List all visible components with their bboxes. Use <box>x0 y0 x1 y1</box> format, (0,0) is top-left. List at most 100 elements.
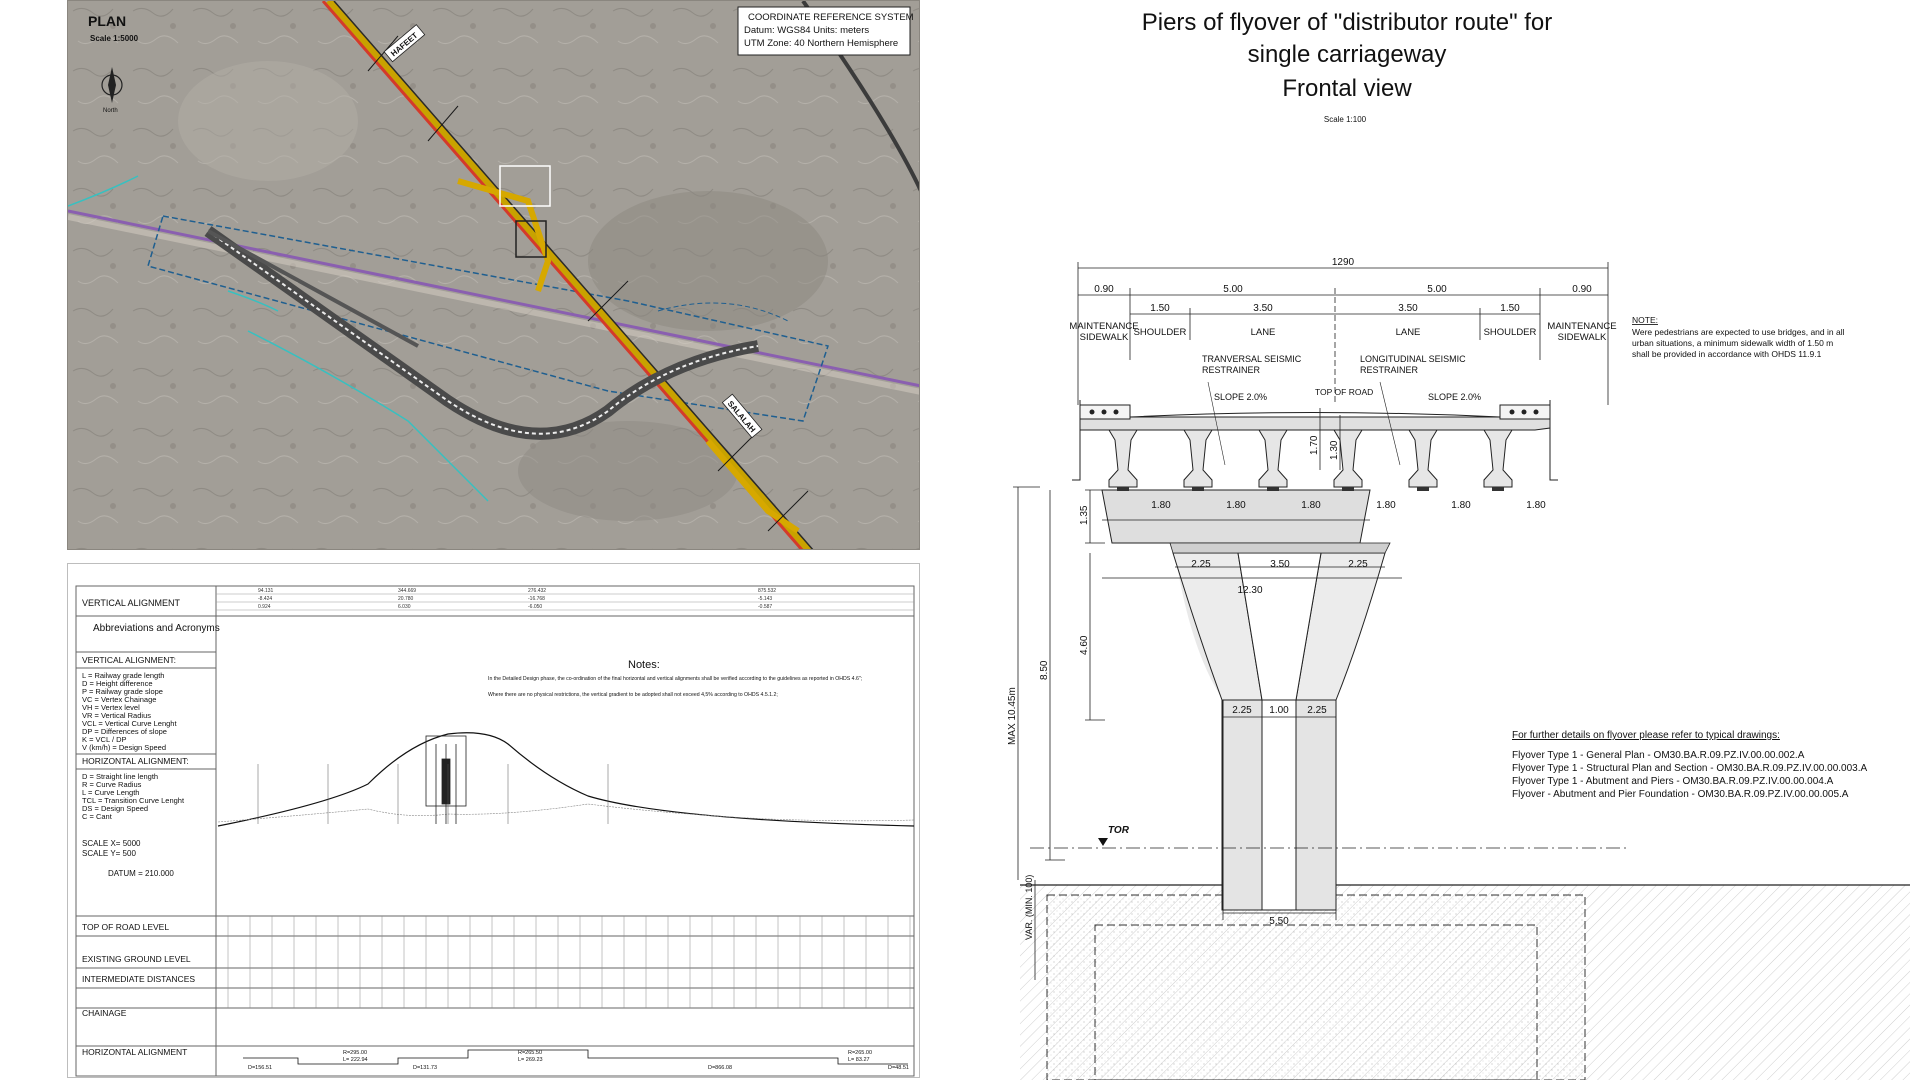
dim-var: VAR. (MIN. 100) <box>1024 875 1034 940</box>
va-difference: -5.143 <box>758 596 772 602</box>
label-top-of-road: TOP OF ROAD <box>1315 387 1373 397</box>
ha-segment-label: D=131.73 <box>413 1065 437 1071</box>
girder <box>1108 429 1138 488</box>
note-line-2: urban situations, a minimum sidewalk wid… <box>1632 338 1833 348</box>
ha-abbrev-item: TCL = Transition Curve Lenght <box>82 796 185 805</box>
dim-total: 1290 <box>1332 257 1355 268</box>
label-slope-left: SLOPE 2.0% <box>1214 392 1267 402</box>
dim-3-50-right: 3.50 <box>1398 303 1418 314</box>
pier-drawing: Piers of flyover of "distributor route" … <box>1007 9 1910 1080</box>
va-difference: -8.424 <box>258 596 272 602</box>
railway-embankment <box>324 1 812 549</box>
va-abbrev-item: VC = Vertex Chainage <box>82 695 156 704</box>
ref-1: Flyover Type 1 - General Plan - OM30.BA.… <box>1512 750 1805 761</box>
girder <box>1483 429 1513 488</box>
ha-segment-label: D=48.51 <box>888 1065 909 1071</box>
dim-1-80: 1.80 <box>1301 500 1321 511</box>
va-abbrev-item: DP = Differences of slope <box>82 727 167 736</box>
label-lane-right: LANE <box>1396 327 1421 338</box>
foundation-outline <box>1046 894 1586 1080</box>
datum: DATUM = 210.000 <box>108 869 174 878</box>
va-length: 276.432 <box>528 588 546 594</box>
horizontal-alignment-line <box>243 1049 908 1065</box>
north-arrow-icon: North <box>101 67 123 114</box>
dim-8-50: 8.50 <box>1039 660 1050 680</box>
dim-5-50: 5.50 <box>1269 916 1289 927</box>
va-slope: 0.924 <box>258 604 271 610</box>
note-line-1: Were pedestrians are expected to use bri… <box>1632 327 1845 337</box>
va-length: 344.669 <box>398 588 416 594</box>
girder <box>1183 429 1213 488</box>
note-line-3: shall be provided in accordance with OHD… <box>1632 349 1822 359</box>
va-abbrev-item: VR = Vertical Radius <box>82 711 151 720</box>
va-difference: -16.768 <box>528 596 545 602</box>
dim-2-25-cap-right: 2.25 <box>1348 559 1368 570</box>
dim-1-70: 1.70 <box>1309 435 1320 455</box>
dim-4-60: 4.60 <box>1079 635 1090 655</box>
dim-1-80: 1.80 <box>1376 500 1396 511</box>
dim-1-80: 1.80 <box>1151 500 1171 511</box>
girder <box>1408 429 1438 488</box>
dim-1-50-right: 1.50 <box>1500 303 1520 314</box>
va-abbrev-item: L = Railway grade length <box>82 671 164 680</box>
dim-1-80: 1.80 <box>1451 500 1471 511</box>
bearing <box>1342 487 1354 491</box>
plan-view-panel: PLAN Scale 1:5000 North COORDINATE REFER… <box>67 0 920 550</box>
railway-structure <box>425 735 467 824</box>
ha-abbrev-item: C = Cant <box>82 812 113 821</box>
va-abbrev-item: P = Railway grade slope <box>82 687 163 696</box>
pier-scale: Scale 1:100 <box>1324 115 1367 124</box>
note-title: NOTE: <box>1632 315 1658 325</box>
va-length: 94.131 <box>258 588 274 594</box>
dim-3-50-left: 3.50 <box>1253 303 1273 314</box>
plan-title: PLAN <box>88 13 126 29</box>
ha-segment-label: D=156.51 <box>248 1065 272 1071</box>
dim-max-height: MAX 10.45m <box>1007 687 1018 745</box>
ha-abbrev-item: L = Curve Length <box>82 788 139 797</box>
tor-marker-icon <box>1098 838 1108 846</box>
deck-slab <box>1072 400 1558 481</box>
note-2: Where there are no physical restrictions… <box>488 692 778 698</box>
va-slope: 6.030 <box>398 604 411 610</box>
label-shoulder-left: SHOULDER <box>1134 327 1187 338</box>
va-difference: 20.780 <box>398 596 414 602</box>
dim-2-25-cap-left: 2.25 <box>1191 559 1211 570</box>
girder <box>1258 429 1288 488</box>
precast-girders <box>1108 429 1513 488</box>
scale-x: SCALE X= 5000 <box>82 839 141 848</box>
tor-label: TOR <box>1108 825 1130 836</box>
note-1: In the Detailed Design phase, the co-ord… <box>488 676 862 682</box>
row-horizontal-alignment: HORIZONTAL ALIGNMENT <box>82 1047 187 1057</box>
row-top-of-road: TOP OF ROAD LEVEL <box>82 922 169 932</box>
ha-abbrev-item: D = Straight line length <box>82 772 158 781</box>
bearing <box>1192 487 1204 491</box>
ref-3: Flyover Type 1 - Abutment and Piers - OM… <box>1512 776 1834 787</box>
pier-title-line2: single carriageway <box>1248 41 1447 68</box>
scale-y: SCALE Y= 500 <box>82 849 136 858</box>
ha-abbrev-item: R = Curve Radius <box>82 780 142 789</box>
dim-3-50-cap: 3.50 <box>1270 559 1290 570</box>
dim-5-00-right: 5.00 <box>1427 284 1447 295</box>
crs-box: COORDINATE REFERENCE SYSTEM Datum: WGS84… <box>737 6 914 56</box>
design-profile-line <box>217 732 915 827</box>
girder <box>1333 429 1363 488</box>
pier-column <box>1172 552 1386 911</box>
dim-0-90-left: 0.90 <box>1094 284 1114 295</box>
abbrev-title: Abbreviations and Acronyms <box>93 623 220 634</box>
row-intermediate: INTERMEDIATE DISTANCES <box>82 974 195 984</box>
dim-1-50-left: 1.50 <box>1150 303 1170 314</box>
va-abbrev-item: VCL = Vertical Curve Lenght <box>82 719 177 728</box>
notes-title: Notes: <box>628 659 660 671</box>
row-chainage: CHAINAGE <box>82 1008 127 1018</box>
pier-title-line1: Piers of flyover of "distributor route" … <box>1142 9 1553 36</box>
ha-segment-label: D=866.08 <box>708 1065 732 1071</box>
ref-4: Flyover - Abutment and Pier Foundation -… <box>1512 789 1849 800</box>
label-slope-right: SLOPE 2.0% <box>1428 392 1481 402</box>
